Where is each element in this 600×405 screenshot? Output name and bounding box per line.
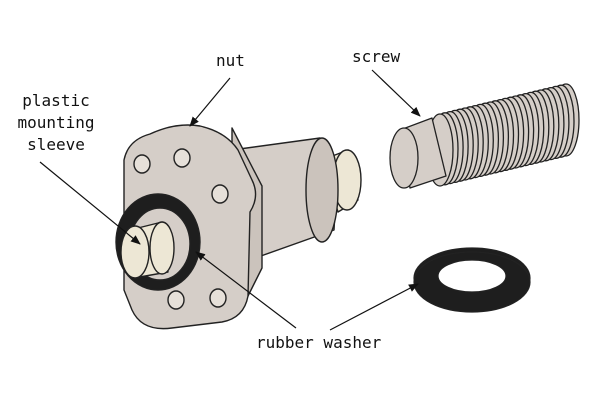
bolt-hole xyxy=(209,288,227,308)
label-sleeve-line1: plastic xyxy=(22,91,90,110)
screw-shaft-end xyxy=(389,127,419,189)
nut-assembly xyxy=(115,124,362,330)
bolt-hole xyxy=(173,148,191,168)
bolt-hole xyxy=(133,154,151,174)
rubber-washer-loose xyxy=(413,247,531,313)
plastic-sleeve xyxy=(120,221,175,279)
leader-nut xyxy=(189,77,231,127)
bolt-hole xyxy=(211,184,229,204)
label-sleeve-line3: sleeve xyxy=(27,135,85,154)
label-plastic-mounting-sleeve: plastic mounting sleeve xyxy=(8,90,104,156)
leader-lines xyxy=(39,69,421,331)
leader-washer-nut xyxy=(195,251,297,329)
screw-threads xyxy=(426,83,580,187)
label-rubber-washer: rubber washer xyxy=(256,333,382,352)
leader-washer-loose xyxy=(329,283,419,331)
label-sleeve-line2: mounting xyxy=(17,113,95,132)
leader-sleeve xyxy=(39,161,141,245)
label-nut: nut xyxy=(216,51,245,70)
label-screw: screw xyxy=(352,47,401,66)
bolt-hole xyxy=(167,290,185,310)
leader-screw xyxy=(371,69,421,117)
mounting-holes xyxy=(133,148,229,310)
screw-part xyxy=(389,83,580,189)
